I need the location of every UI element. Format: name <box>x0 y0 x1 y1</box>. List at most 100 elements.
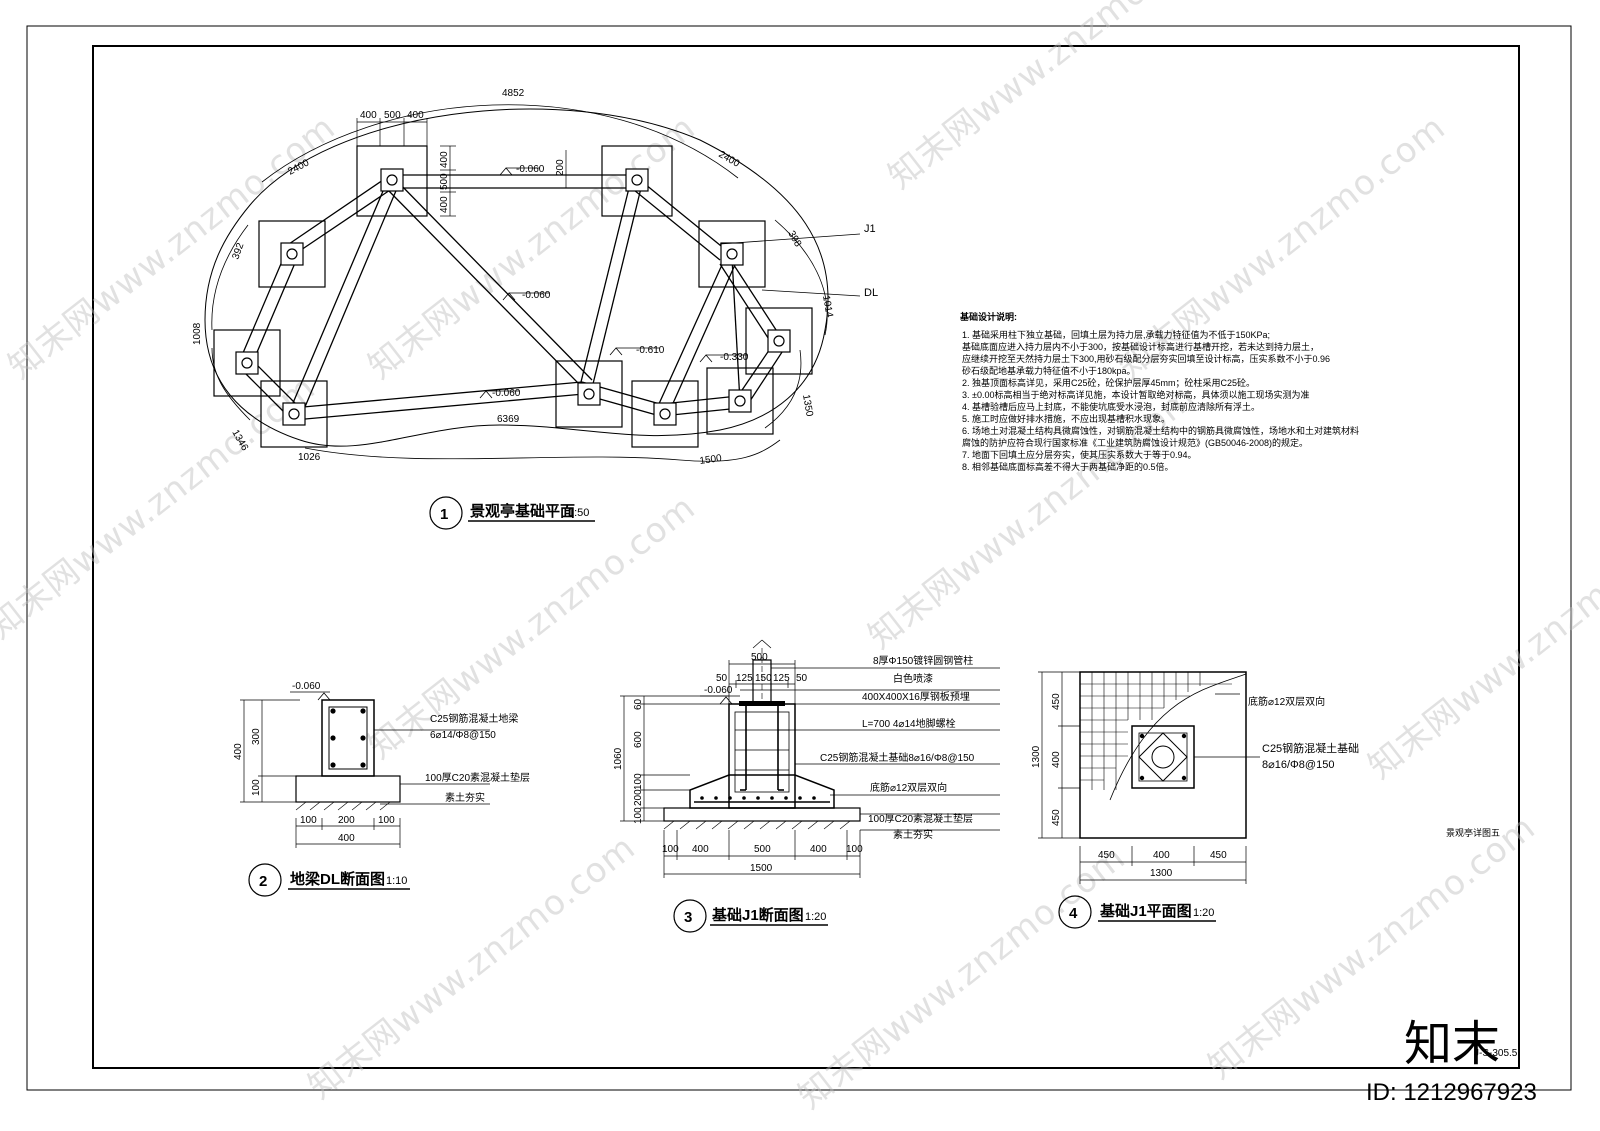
footing-section: -0.060 8厚Φ150镀锌圆钢管柱 白色喷漆 400X400X16厚钢板预埋… <box>613 639 1000 933</box>
svg-text:100: 100 <box>662 844 679 855</box>
svg-text:100: 100 <box>633 807 644 824</box>
svg-text:1300: 1300 <box>1031 745 1042 768</box>
brand-logo: 知末 <box>1404 1018 1500 1071</box>
svg-text:100厚C20素混凝土垫层: 100厚C20素混凝土垫层 <box>425 771 530 784</box>
sheet-number: J-S-305.5 <box>1474 1048 1518 1059</box>
svg-text:200: 200 <box>633 789 644 806</box>
design-notes: 基础设计说明: 1. 基础采用柱下独立基础，回填土层为持力层,承载力特征值为不低… <box>959 311 1359 472</box>
svg-text:-0.060: -0.060 <box>492 388 521 399</box>
svg-text:400: 400 <box>1153 850 1170 861</box>
footing-plan: 底筋⌀12双层双向 C25钢筋混凝土基础 8⌀16/Φ8@150 1300 45… <box>1031 671 1359 929</box>
svg-text:400: 400 <box>407 110 424 121</box>
svg-text:600: 600 <box>633 731 644 748</box>
svg-text:3: 3 <box>684 909 692 926</box>
svg-text:素土夯实: 素土夯实 <box>893 828 933 841</box>
ground-beam-section: -0.060 C25钢筋混凝土地梁 6⌀14/Φ8@150 100厚C20素混凝… <box>233 681 530 897</box>
svg-text:100: 100 <box>633 773 644 790</box>
svg-text:6369: 6369 <box>497 414 520 425</box>
svg-text:L=700 4⌀14地脚螺栓: L=700 4⌀14地脚螺栓 <box>862 717 956 730</box>
svg-text:1:20: 1:20 <box>1193 907 1214 919</box>
svg-text:125: 125 <box>773 673 790 684</box>
svg-text:400: 400 <box>810 844 827 855</box>
svg-text:-0.610: -0.610 <box>636 345 665 356</box>
image-id: ID: 1212967923 <box>1366 1079 1537 1106</box>
svg-text:1:20: 1:20 <box>805 911 826 923</box>
svg-text:100: 100 <box>300 815 317 826</box>
svg-text:基础底面应进入持力层内不小于300，按基础设计标高进行基槽开: 基础底面应进入持力层内不小于300，按基础设计标高进行基槽开挖，若未达到持力层土… <box>962 341 1319 352</box>
svg-text:5. 施工时应做好排水措施，不应出现基槽积水现象。: 5. 施工时应做好排水措施，不应出现基槽积水现象。 <box>962 413 1170 424</box>
svg-text:500: 500 <box>439 173 450 190</box>
svg-text:1008: 1008 <box>192 322 203 345</box>
svg-text:500: 500 <box>754 844 771 855</box>
inner-frame <box>92 45 1520 1069</box>
svg-text:-0.060: -0.060 <box>292 681 321 692</box>
outer-frame <box>26 25 1572 1091</box>
svg-text:-0.330: -0.330 <box>720 352 749 363</box>
svg-text:腐蚀的防护应符合现行国家标准《工业建筑防腐蚀设计规范》(GB: 腐蚀的防护应符合现行国家标准《工业建筑防腐蚀设计规范》(GB50046-2008… <box>962 437 1308 448</box>
svg-text:8. 相邻基础底面标高差不得大于两基础净距的0.5倍。: 8. 相邻基础底面标高差不得大于两基础净距的0.5倍。 <box>962 461 1174 472</box>
svg-text:200: 200 <box>555 159 566 176</box>
svg-text:-0.060: -0.060 <box>516 164 545 175</box>
svg-text:7. 地面下回填土应分层夯实，使其压实系数大于等于0.94。: 7. 地面下回填土应分层夯实，使其压实系数大于等于0.94。 <box>962 449 1197 460</box>
foundation-plan: 400 500 400 400 500 400 200 4852 2400 24… <box>192 88 878 530</box>
svg-text:100: 100 <box>251 779 262 796</box>
svg-text:200: 200 <box>338 815 355 826</box>
svg-text:8⌀16/Φ8@150: 8⌀16/Φ8@150 <box>1262 759 1334 771</box>
svg-text:1:50: 1:50 <box>568 507 589 519</box>
svg-text:400: 400 <box>338 833 355 844</box>
svg-text:2. 独基顶面标高详见，采用C25砼，砼保护层厚45mm；砼: 2. 独基顶面标高详见，采用C25砼，砼保护层厚45mm；砼柱采用C25砼。 <box>962 377 1255 388</box>
svg-text:1. 基础采用柱下独立基础，回填土层为持力层,承载力特征值为: 1. 基础采用柱下独立基础，回填土层为持力层,承载力特征值为不低于150KPa; <box>962 329 1270 340</box>
svg-text:C25钢筋混凝土地梁: C25钢筋混凝土地梁 <box>430 712 518 725</box>
svg-text:底筋⌀12双层双向: 底筋⌀12双层双向 <box>1248 695 1325 708</box>
svg-text:-0.060: -0.060 <box>522 290 551 301</box>
svg-text:400: 400 <box>439 196 450 213</box>
svg-text:1300: 1300 <box>1150 868 1173 879</box>
svg-text:500: 500 <box>384 110 401 121</box>
svg-text:基础J1平面图: 基础J1平面图 <box>1099 902 1192 920</box>
svg-text:C25钢筋混凝土基础8⌀16/Φ8@150: C25钢筋混凝土基础8⌀16/Φ8@150 <box>820 751 975 764</box>
svg-text:景观亭基础平面: 景观亭基础平面 <box>470 502 575 520</box>
svg-text:应继续开挖至天然持力层土下300,用砂石级配分层夯实回填至设: 应继续开挖至天然持力层土下300,用砂石级配分层夯实回填至设计标高，压实系数不小… <box>962 353 1330 364</box>
svg-text:J1: J1 <box>864 223 876 235</box>
svg-text:450: 450 <box>1098 850 1115 861</box>
svg-text:4852: 4852 <box>502 88 525 99</box>
svg-text:8厚Φ150镀锌圆钢管柱: 8厚Φ150镀锌圆钢管柱 <box>873 654 973 667</box>
svg-text:6. 场地土对混凝土结构具微腐蚀性，对钢筋混凝土结构中的钢筋: 6. 场地土对混凝土结构具微腐蚀性，对钢筋混凝土结构中的钢筋具微腐蚀性，场地水和… <box>962 425 1359 436</box>
svg-text:白色喷漆: 白色喷漆 <box>893 672 933 685</box>
svg-text:1060: 1060 <box>613 747 624 770</box>
svg-text:1014: 1014 <box>820 295 835 319</box>
svg-text:6⌀14/Φ8@150: 6⌀14/Φ8@150 <box>430 730 496 741</box>
svg-text:100: 100 <box>378 815 395 826</box>
svg-text:50: 50 <box>796 673 808 684</box>
svg-text:4. 基槽验槽后应马上封底，不能使坑底受水浸泡，封底前应清除: 4. 基槽验槽后应马上封底，不能使坑底受水浸泡，封底前应清除所有浮土。 <box>962 401 1260 412</box>
svg-text:1: 1 <box>440 506 448 523</box>
svg-text:100厚C20素混凝土垫层: 100厚C20素混凝土垫层 <box>868 812 973 825</box>
svg-text:底筋⌀12双层双向: 底筋⌀12双层双向 <box>870 781 947 794</box>
svg-text:450: 450 <box>1051 809 1062 826</box>
svg-text:-0.060: -0.060 <box>704 685 733 696</box>
drawing-name: 景观亭详图五 <box>1446 827 1500 838</box>
svg-text:1350: 1350 <box>800 394 815 418</box>
svg-text:150: 150 <box>755 673 772 684</box>
svg-text:400: 400 <box>1051 751 1062 768</box>
svg-text:2: 2 <box>259 873 267 890</box>
svg-text:1:10: 1:10 <box>386 875 407 887</box>
svg-text:DL: DL <box>864 287 878 299</box>
svg-text:400: 400 <box>360 110 377 121</box>
svg-text:400: 400 <box>439 151 450 168</box>
svg-text:500: 500 <box>751 652 768 663</box>
svg-text:125: 125 <box>736 673 753 684</box>
svg-text:50: 50 <box>716 673 728 684</box>
svg-text:450: 450 <box>1210 850 1227 861</box>
roof-outline <box>204 108 829 447</box>
svg-text:1500: 1500 <box>699 453 723 467</box>
svg-text:450: 450 <box>1051 693 1062 710</box>
svg-text:地梁DL断面图: 地梁DL断面图 <box>290 870 385 888</box>
svg-text:60: 60 <box>633 698 644 710</box>
svg-text:C25钢筋混凝土基础: C25钢筋混凝土基础 <box>1262 741 1359 755</box>
svg-text:3. ±0.00标高相当于绝对标高详见施，本设计暂取绝对标高: 3. ±0.00标高相当于绝对标高详见施，本设计暂取绝对标高，具体须以施工现场实… <box>962 389 1309 400</box>
svg-text:400: 400 <box>692 844 709 855</box>
svg-text:砂石级配地基承载力特征值不小于180kpa。: 砂石级配地基承载力特征值不小于180kpa。 <box>962 365 1136 376</box>
svg-text:素土夯实: 素土夯实 <box>445 791 485 804</box>
